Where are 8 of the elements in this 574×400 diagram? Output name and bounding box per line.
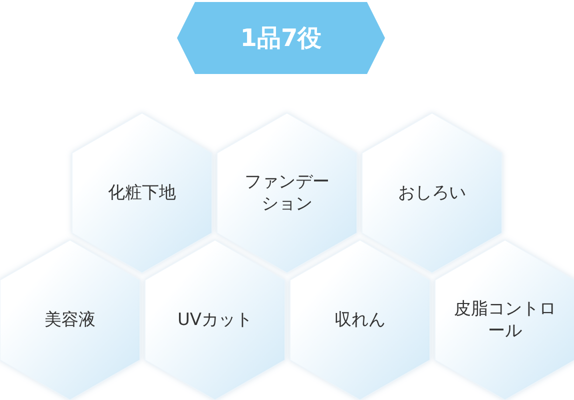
hexagon: ファンデーション xyxy=(217,113,357,273)
title-banner: 1品7役 xyxy=(177,2,385,74)
hexagon: おしろい xyxy=(362,113,502,273)
hexagon: UVカット xyxy=(145,240,285,400)
hexagon: 美容液 xyxy=(0,240,140,400)
hexagon: 収れん xyxy=(290,240,430,400)
hexagon: 皮脂コントロール xyxy=(435,240,574,400)
hexagon: 化粧下地 xyxy=(72,113,212,273)
